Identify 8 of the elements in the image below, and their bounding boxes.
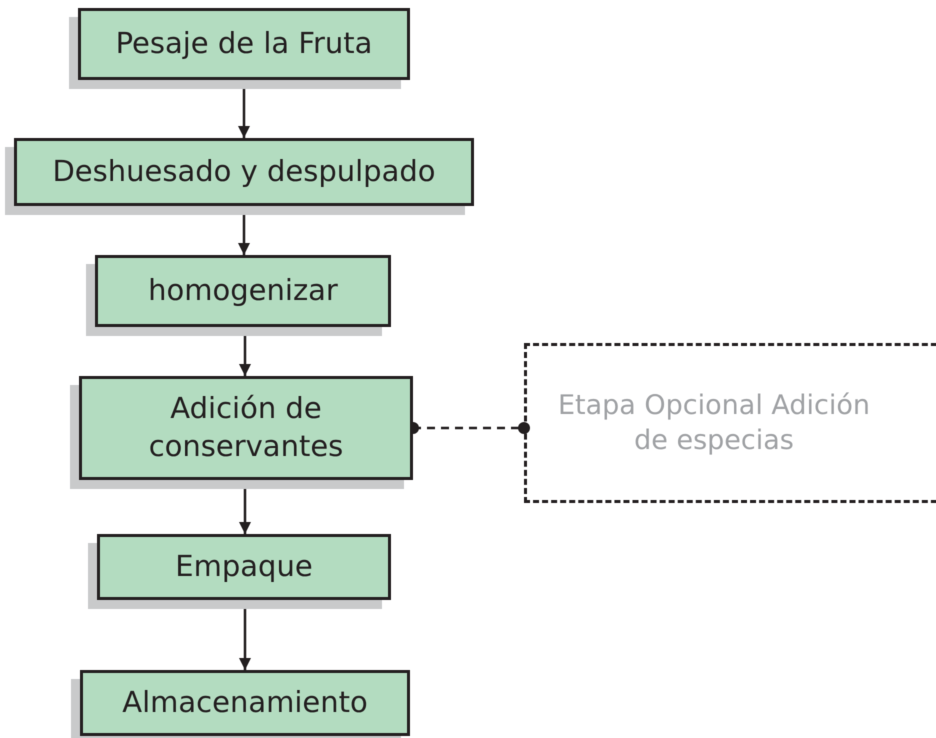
step-label: homogenizar [148,272,338,310]
optional-step-box [524,343,936,503]
step-label: Empaque [175,548,313,586]
step-label: Pesaje de la Fruta [116,25,372,62]
step-label: Almacenamiento [122,684,368,722]
step-label: Etapa Opcional Adición de especias [556,388,872,458]
step-label: Deshuesado y despulpado [52,153,436,190]
step-label: Adición de conservantes [148,390,344,465]
